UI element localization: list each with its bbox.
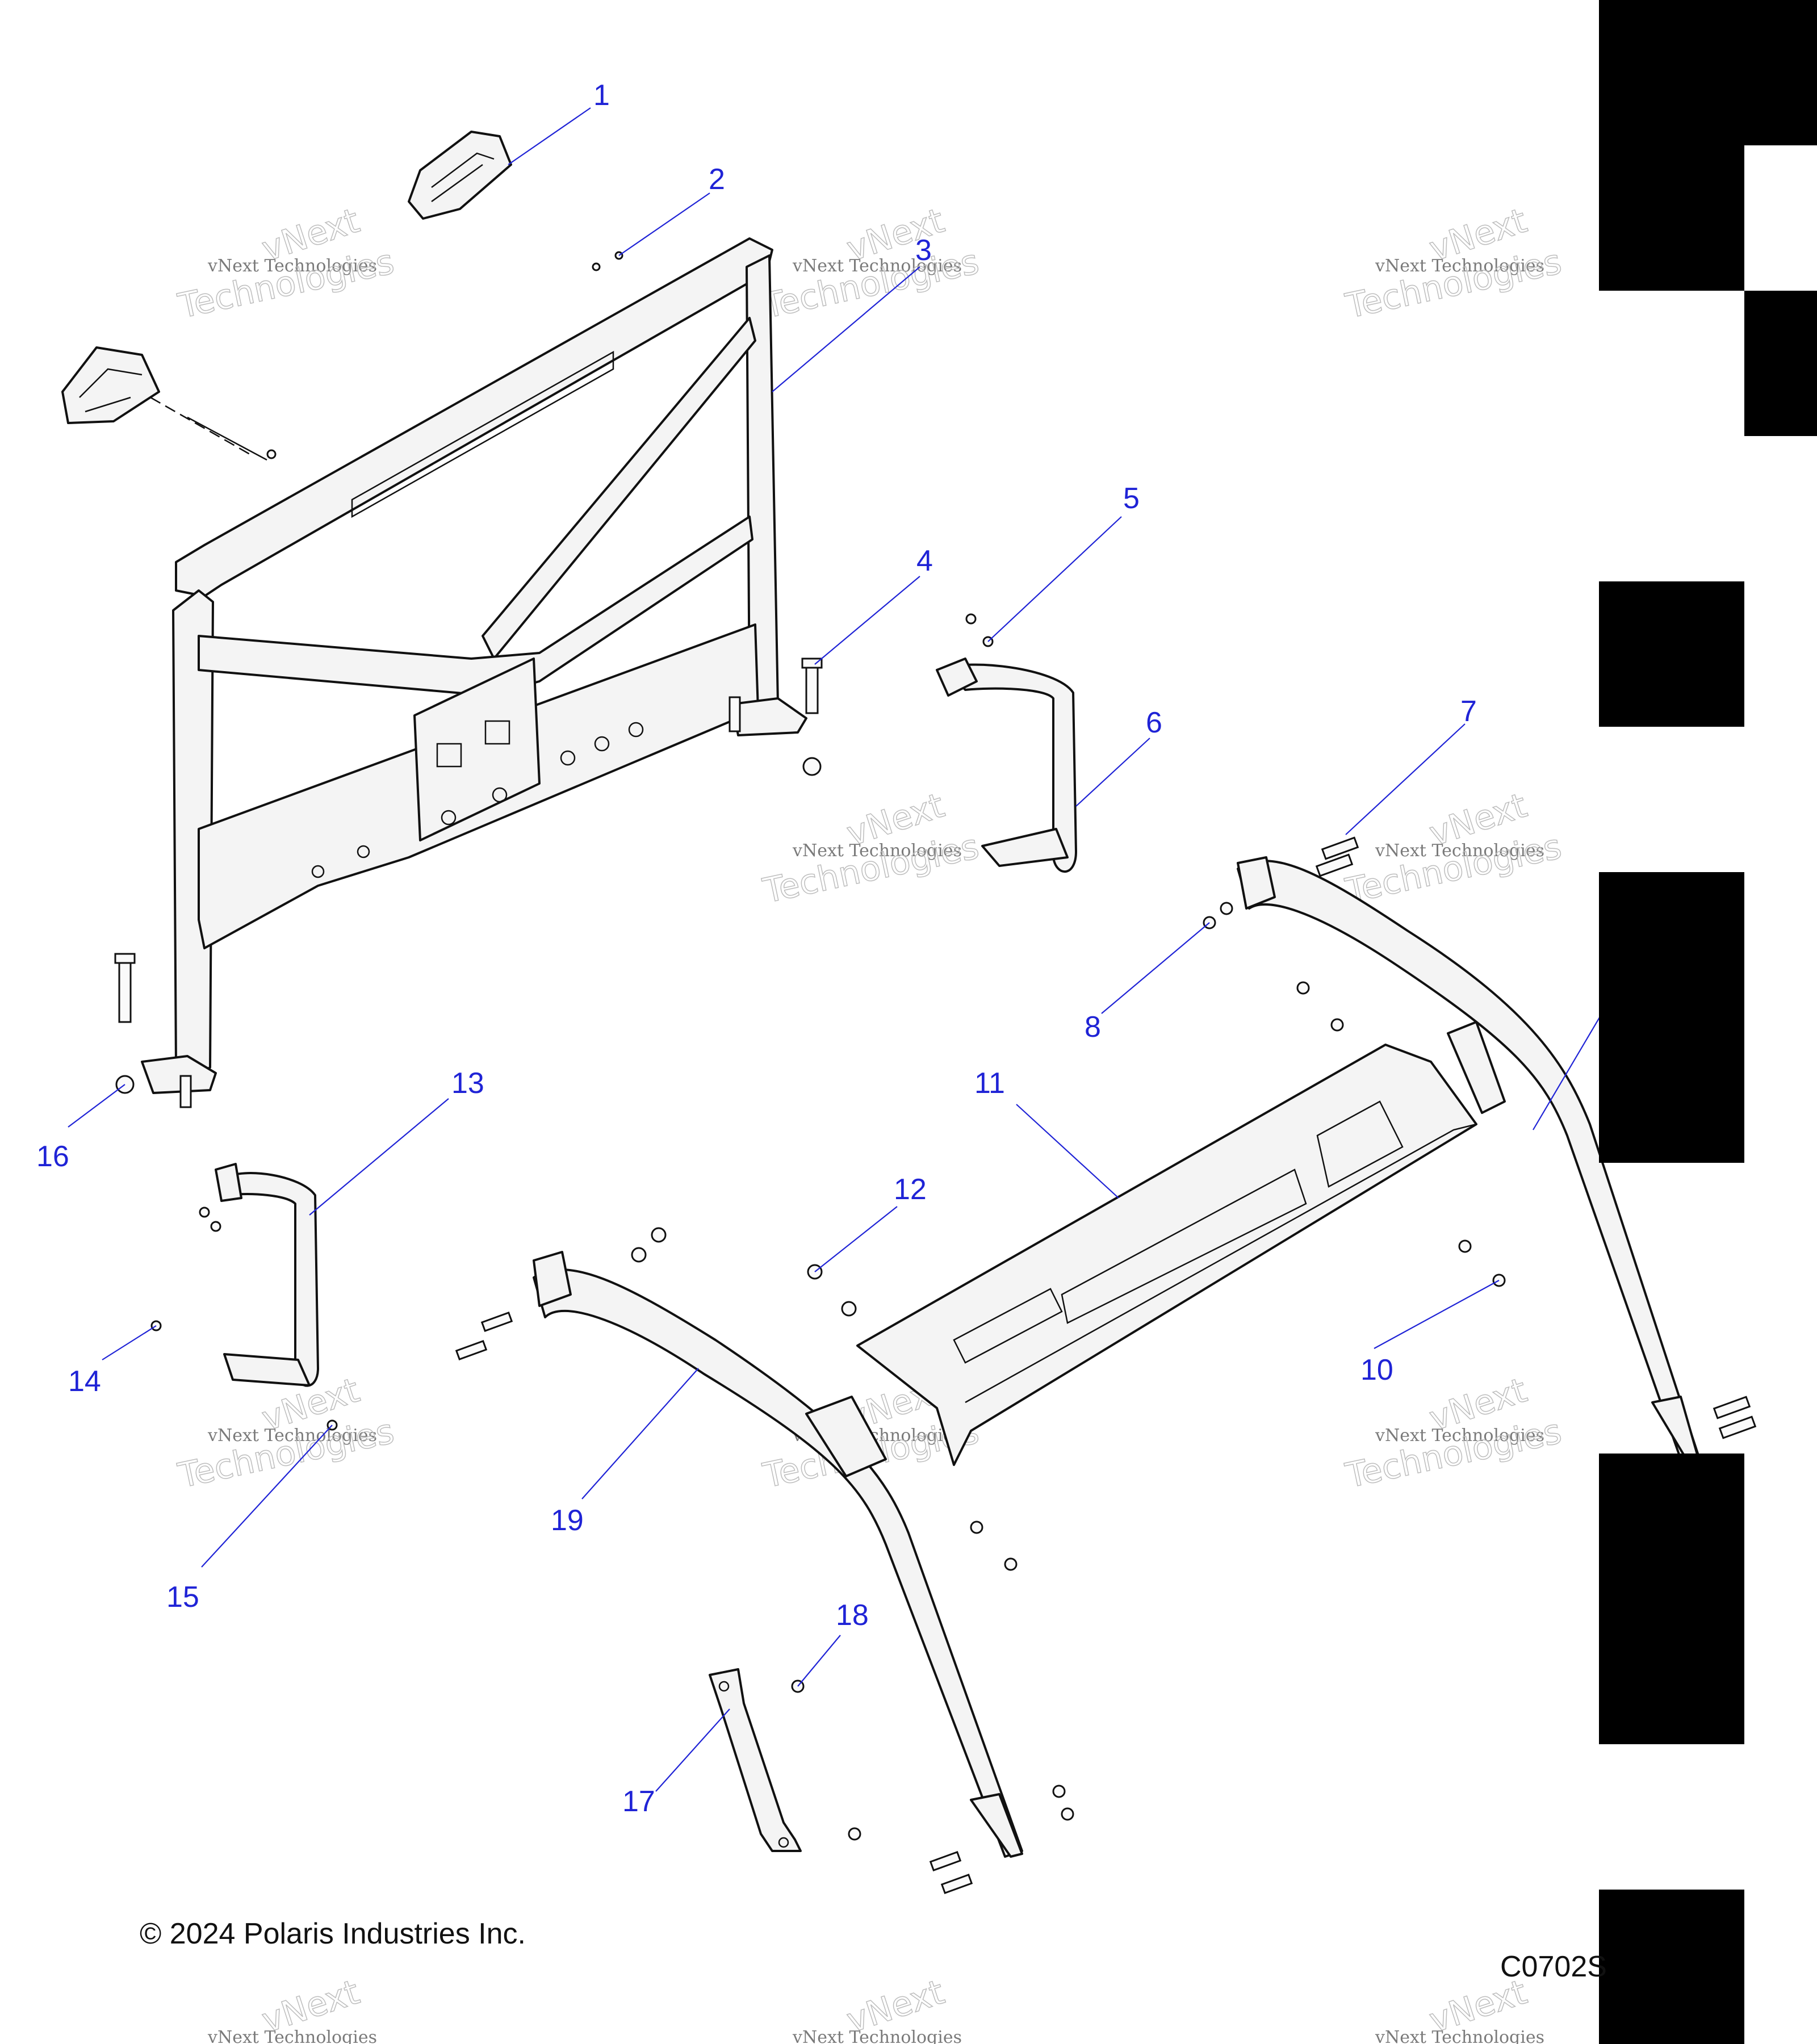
callout-1: 1 bbox=[593, 79, 610, 112]
callout-13: 13 bbox=[451, 1067, 484, 1100]
leader-lines bbox=[68, 107, 1607, 1792]
watermark-text: vNext Technologies bbox=[1375, 841, 1544, 861]
watermark: vNext vNext Technologies Technologies bbox=[759, 785, 983, 912]
watermark-text: vNext Technologies bbox=[792, 2028, 962, 2044]
callout-15: 15 bbox=[166, 1581, 199, 1614]
copyright-text: © 2024 Polaris Industries Inc. bbox=[140, 1917, 526, 1950]
hoop-part-right bbox=[1237, 836, 1757, 1460]
watermark-text: vNext Technologies bbox=[792, 256, 962, 276]
callout-11: 11 bbox=[974, 1067, 1005, 1100]
watermark: vNext vNext Technologies Technologies bbox=[174, 200, 398, 327]
roof-panel-part-11 bbox=[856, 1044, 1477, 1466]
callout-18: 18 bbox=[836, 1599, 869, 1632]
frame-holes bbox=[311, 720, 644, 878]
callout-4: 4 bbox=[916, 544, 933, 577]
watermark: vNext vNext Technologies Technologies bbox=[1342, 200, 1565, 327]
watermark: vNext vNext Technologies bbox=[792, 1972, 962, 2044]
side-block bbox=[1744, 291, 1817, 436]
diagram-code: C0702S bbox=[1500, 1950, 1607, 1983]
watermark-text: vNext Technologies bbox=[207, 256, 377, 276]
watermark: vNext vNext Technologies bbox=[207, 1972, 377, 2044]
callout-8: 8 bbox=[1085, 1011, 1101, 1044]
callout-3: 3 bbox=[915, 234, 932, 267]
callout-17: 17 bbox=[622, 1785, 655, 1818]
hoop-part-19 bbox=[533, 1251, 1023, 1858]
callout-19: 19 bbox=[551, 1504, 584, 1537]
watermark-text: vNext Technologies bbox=[207, 2028, 377, 2044]
callout-14: 14 bbox=[68, 1365, 101, 1398]
watermark: vNext vNext Technologies Technologies bbox=[1342, 785, 1565, 912]
watermark-text: vNext Technologies bbox=[1375, 256, 1544, 276]
callout-6: 6 bbox=[1146, 706, 1162, 739]
callout-16: 16 bbox=[36, 1140, 69, 1173]
watermark: vNext vNext Technologies bbox=[1375, 1972, 1544, 2044]
side-block bbox=[1599, 0, 1744, 291]
side-block bbox=[1744, 0, 1817, 145]
callout-numbers: 1 2 3 4 5 6 7 8 10 11 12 13 14 15 16 17 … bbox=[36, 79, 1477, 1818]
rear-frame-part-3 bbox=[141, 237, 807, 1094]
callout-12: 12 bbox=[894, 1173, 927, 1206]
callout-2: 2 bbox=[709, 163, 725, 196]
watermark-text: vNext Technologies bbox=[207, 1426, 377, 1446]
side-block bbox=[1599, 1454, 1744, 1744]
watermark-text: vNext Technologies bbox=[792, 841, 962, 861]
callout-5: 5 bbox=[1123, 482, 1140, 515]
side-block bbox=[1599, 872, 1744, 1163]
handle-fasteners bbox=[150, 251, 623, 461]
side-bar-part-6 bbox=[936, 613, 1077, 873]
grab-handle-part-1 bbox=[408, 131, 512, 220]
callout-7: 7 bbox=[1460, 695, 1477, 728]
grab-handle-part-1b bbox=[61, 346, 160, 424]
watermarks: vNext vNext Technologies Technologies vN… bbox=[174, 200, 1565, 2044]
bracket-part-17 bbox=[709, 1668, 802, 1852]
side-block bbox=[1599, 581, 1744, 727]
callout-10: 10 bbox=[1360, 1354, 1393, 1387]
side-block bbox=[1599, 1890, 1744, 2044]
bolts-part-4 bbox=[114, 657, 823, 1108]
watermark: vNext vNext Technologies Technologies bbox=[174, 1370, 398, 1497]
watermark: vNext vNext Technologies Technologies bbox=[1342, 1370, 1565, 1497]
side-bar-part-13 bbox=[150, 1163, 338, 1431]
watermark-text: vNext Technologies bbox=[1375, 2028, 1544, 2044]
watermark-text: vNext Technologies bbox=[1375, 1426, 1544, 1446]
